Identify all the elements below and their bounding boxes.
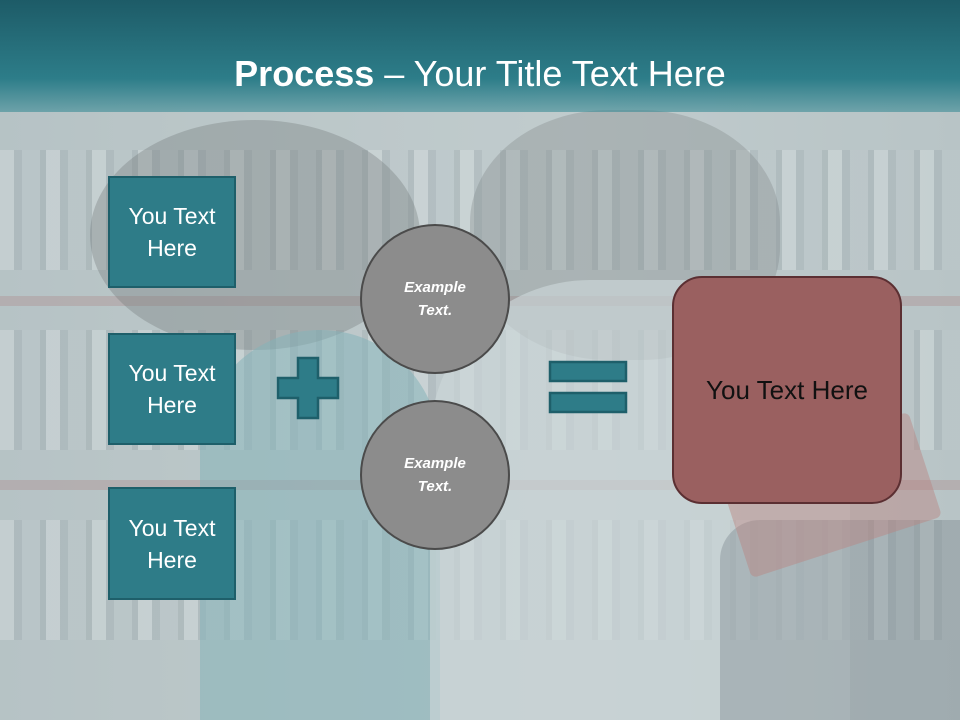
text-box-label: You Text Here [128,203,216,261]
result-label: You Text Here [706,374,868,405]
text-box-2[interactable]: You Text Here [108,333,236,445]
example-circle-2[interactable]: Example Text. [360,400,510,550]
text-box-3[interactable]: You Text Here [108,487,236,600]
circle-label: Example Text. [404,279,466,319]
plus-icon [276,356,340,420]
title-bar [0,0,960,112]
slide-title[interactable]: Process – Your Title Text Here [0,52,960,96]
title-text: – Your Title Text Here [374,53,726,94]
text-box-label: You Text Here [128,360,216,418]
title-bold: Process [234,53,375,94]
result-box[interactable]: You Text Here [672,276,902,504]
person-right-legs [720,520,960,720]
example-circle-1[interactable]: Example Text. [360,224,510,374]
circle-label: Example Text. [404,455,466,495]
equals-icon [548,360,628,414]
text-box-1[interactable]: You Text Here [108,176,236,288]
text-box-label: You Text Here [128,514,216,573]
